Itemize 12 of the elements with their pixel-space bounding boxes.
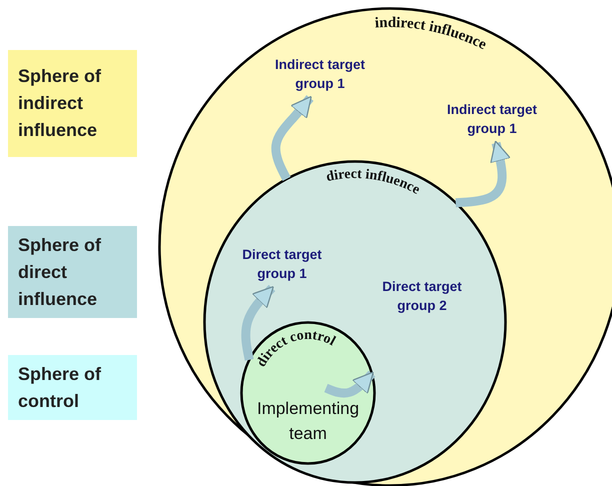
target-group-label: Indirect target group 1 xyxy=(262,55,378,95)
team-label: Implementing team xyxy=(256,398,360,445)
target-group-label: Direct target group 2 xyxy=(367,277,477,317)
target-group-label: Indirect target group 1 xyxy=(433,100,551,140)
sphere-label: Sphere of indirect influence xyxy=(8,50,137,157)
curved-arrow xyxy=(271,95,314,182)
curved-arrow xyxy=(324,370,376,398)
curved-arrow xyxy=(241,284,276,361)
sphere-label: Sphere of control xyxy=(8,355,137,420)
curved-arrow xyxy=(455,140,511,208)
sphere-label: Sphere of direct influence xyxy=(8,226,137,318)
target-group-label: Direct target group 1 xyxy=(227,245,337,285)
